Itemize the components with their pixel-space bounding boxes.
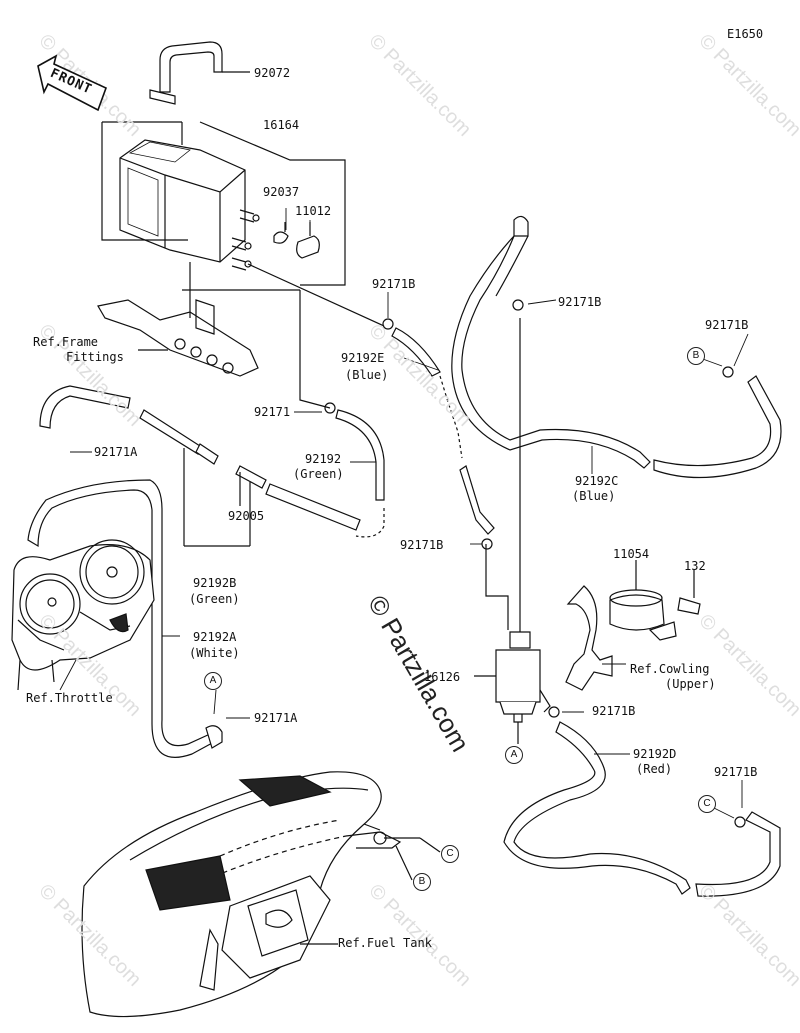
ref-throttle-label: Ref.Throttle: [26, 691, 113, 705]
marker-c: C: [698, 795, 716, 813]
leader-lines: [59, 208, 749, 819]
marker-c: C: [441, 845, 459, 863]
hose-92192C: [451, 215, 782, 479]
part-color-92192B: (Green): [189, 592, 240, 606]
part-label-92171B: 92171B: [705, 318, 749, 332]
part-color-92192C: (Blue): [572, 489, 616, 503]
part-label-92192: 92192: [305, 452, 342, 466]
part-label-92171B: 92171B: [592, 704, 636, 718]
part-label-92171: 92171: [254, 405, 291, 419]
part-label-16126: 16126: [424, 670, 461, 684]
cowling-bracket: [565, 560, 701, 691]
canister-strap: [149, 41, 250, 105]
marker-a: A: [204, 672, 222, 690]
diagram-code: E1650: [727, 27, 764, 41]
part-label-92192B: 92192B: [193, 576, 237, 590]
hose-92192E: [247, 263, 495, 535]
marker-a: A: [505, 746, 523, 764]
front-arrow-icon: [37, 54, 108, 112]
part-label-92005: 92005: [228, 509, 265, 523]
part-label-92192C: 92192C: [575, 474, 619, 488]
part-label-11012: 11012: [295, 204, 332, 218]
part-color-92192E: (Blue): [345, 368, 389, 382]
part-color-92192: (Green): [293, 467, 344, 481]
ref-fuel-tank-label: Ref.Fuel Tank: [338, 936, 432, 950]
hose-92192: [299, 290, 385, 538]
part-color-92192A: (White): [189, 646, 240, 660]
canister-body: [101, 121, 346, 291]
part-label-92171B: 92171B: [558, 295, 602, 309]
fuel-filter: [474, 318, 560, 744]
hose-92192A: [27, 385, 223, 758]
throttle-body: [11, 539, 155, 691]
ref-cowling-label-2: (Upper): [665, 677, 716, 691]
part-label-132: 132: [684, 559, 706, 573]
clamp-and-fitting: [273, 222, 320, 259]
part-label-92171A: 92171A: [94, 445, 138, 459]
ref-cowling-label: Ref.Cowling: [630, 662, 710, 676]
part-label-92072: 92072: [254, 66, 291, 80]
part-color-92192D: (Red): [636, 762, 673, 776]
tube-92192B: [139, 409, 361, 547]
part-label-92192E: 92192E: [341, 351, 385, 365]
frame-bracket: [97, 262, 259, 377]
part-label-92192A: 92192A: [193, 630, 237, 644]
part-label-92171A: 92171A: [254, 711, 298, 725]
part-label-92171B: 92171B: [400, 538, 444, 552]
marker-b: B: [413, 873, 431, 891]
part-label-92171B: 92171B: [714, 765, 758, 779]
part-label-92037: 92037: [263, 185, 300, 199]
part-label-92192D: 92192D: [633, 747, 677, 761]
part-label-92171B: 92171B: [372, 277, 416, 291]
hose-92192D: [503, 721, 781, 897]
part-label-11054: 11054: [613, 547, 650, 561]
fuel-tank: [81, 771, 441, 1018]
ref-frame-label-2: Fittings: [66, 350, 124, 364]
marker-b: B: [687, 347, 705, 365]
ref-frame-label: Ref.Frame: [33, 335, 99, 349]
part-label-16164: 16164: [263, 118, 300, 132]
